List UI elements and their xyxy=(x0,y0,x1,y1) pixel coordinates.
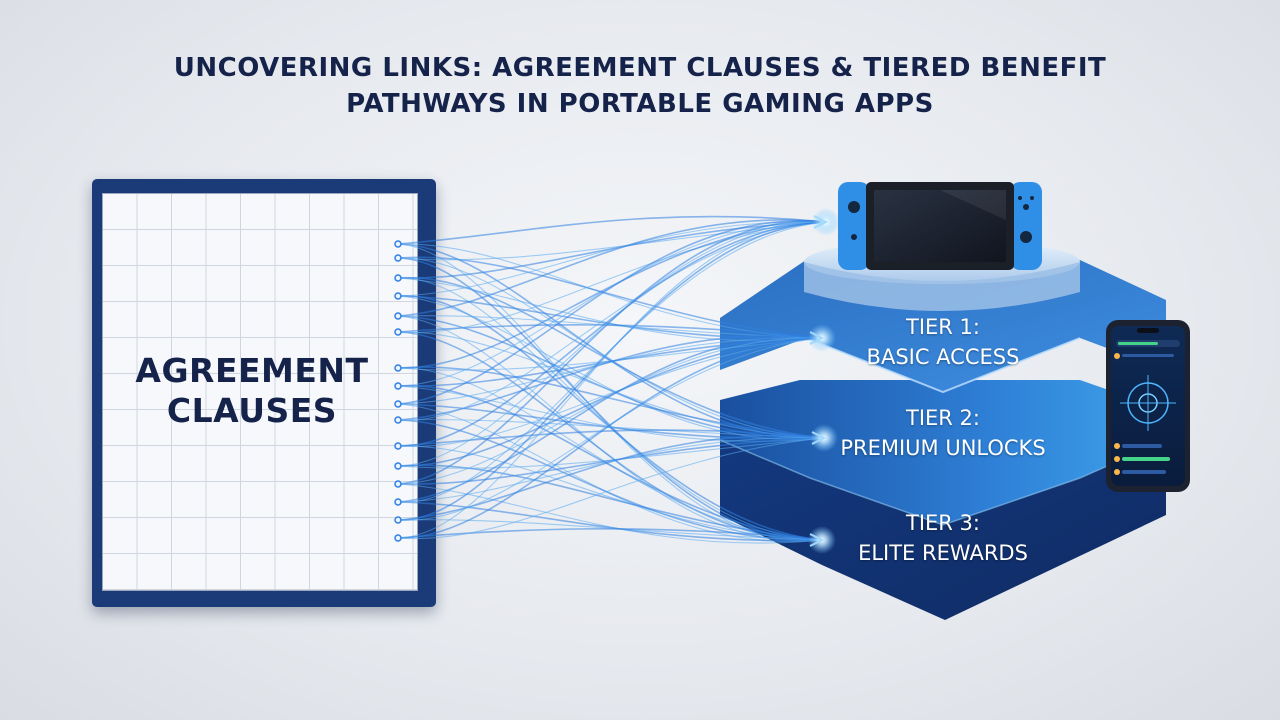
flow-line xyxy=(397,419,825,439)
flow-line xyxy=(397,429,825,447)
flow-line xyxy=(397,528,823,541)
flow-line xyxy=(397,295,823,340)
flow-lines xyxy=(394,208,840,554)
connector-dot xyxy=(394,240,402,248)
smartphone-icon xyxy=(1106,320,1190,492)
tier-1-label: TIER 1: BASIC ACCESS xyxy=(843,312,1043,372)
flow-line xyxy=(397,434,825,521)
diagram-title: UNCOVERING LINKS: AGREEMENT CLAUSES & TI… xyxy=(0,50,1280,122)
flow-line xyxy=(397,315,823,339)
flow-line xyxy=(397,337,823,371)
tier-3-label: TIER 3: ELITE REWARDS xyxy=(833,508,1053,568)
flow-line xyxy=(397,219,827,317)
flow-line xyxy=(397,257,825,439)
flow-line xyxy=(397,419,823,541)
flow-line xyxy=(397,221,827,539)
connector-dot xyxy=(394,498,402,506)
arrow-right-icon xyxy=(811,431,827,445)
flow-line xyxy=(397,276,825,439)
tier-2-layer xyxy=(720,380,1166,525)
agreement-document: AGREEMENT CLAUSES xyxy=(92,179,436,607)
flow-line xyxy=(397,337,823,387)
flow-line xyxy=(397,337,823,485)
flow-line xyxy=(397,220,827,405)
tier-2-title: TIER 2: xyxy=(906,406,980,430)
arrow-right-icon xyxy=(809,533,825,547)
connector-dot xyxy=(394,312,402,320)
flow-line xyxy=(397,334,823,421)
connector-dot xyxy=(394,516,402,524)
flow-line xyxy=(397,221,827,387)
flow-line xyxy=(397,215,827,245)
flow-line xyxy=(397,221,827,297)
flow-line xyxy=(397,335,823,503)
connector-dot xyxy=(394,534,402,542)
flow-line xyxy=(397,221,827,521)
arrow-right-icon xyxy=(813,215,829,229)
tier-3-title: TIER 3: xyxy=(906,511,980,535)
flow-line xyxy=(397,437,825,503)
connector-dot xyxy=(394,462,402,470)
connector-dot xyxy=(394,416,402,424)
connector-dot xyxy=(394,292,402,300)
flow-line xyxy=(397,221,827,447)
connector-dot xyxy=(394,274,402,282)
flow-line xyxy=(397,324,823,339)
connector-dot xyxy=(394,382,402,390)
document-label-line-1: AGREEMENT xyxy=(135,351,369,390)
flow-line xyxy=(397,519,823,541)
flow-line xyxy=(397,337,823,467)
tier-divider-1 xyxy=(805,337,1081,394)
connector-dot xyxy=(394,480,402,488)
flow-line xyxy=(397,221,827,503)
title-line-2: PATHWAYS IN PORTABLE GAMING APPS xyxy=(346,89,934,119)
arrow-right-icon xyxy=(809,331,825,345)
flow-line xyxy=(397,437,825,485)
flow-line xyxy=(397,221,827,334)
connector-dot xyxy=(394,400,402,408)
tier-3-name: ELITE REWARDS xyxy=(858,541,1028,565)
document-label-line-2: CLAUSES xyxy=(166,391,338,430)
flow-line xyxy=(397,221,827,421)
tier-2-name: PREMIUM UNLOCKS xyxy=(840,436,1046,460)
flow-line xyxy=(397,315,825,439)
connector-dot xyxy=(394,254,402,262)
flow-line xyxy=(397,337,823,521)
document-sheet xyxy=(102,193,418,591)
tier-1-title: TIER 1: xyxy=(906,315,980,339)
flow-line xyxy=(397,337,823,405)
flow-line xyxy=(397,221,827,369)
flow-line xyxy=(397,437,825,540)
title-line-1: UNCOVERING LINKS: AGREEMENT CLAUSES & TI… xyxy=(173,53,1107,83)
flow-line xyxy=(397,403,825,440)
crosshair-target-icon xyxy=(1120,375,1176,431)
tier-2-label: TIER 2: PREMIUM UNLOCKS xyxy=(823,403,1063,463)
flow-line xyxy=(397,366,825,439)
flow-line xyxy=(397,331,825,439)
flow-line xyxy=(397,337,823,539)
flow-line xyxy=(397,501,823,542)
flow-line xyxy=(397,221,827,467)
connector-dot xyxy=(394,442,402,450)
console-platform-side xyxy=(804,262,1080,311)
connector-dot xyxy=(394,328,402,336)
flow-line xyxy=(397,403,823,542)
flow-line xyxy=(397,221,827,279)
flow-line xyxy=(397,385,825,442)
handheld-console-icon xyxy=(838,182,1042,270)
connector-dot xyxy=(394,364,402,372)
document-label: AGREEMENT CLAUSES xyxy=(112,351,392,431)
flow-line xyxy=(397,220,827,485)
tier-1-name: BASIC ACCESS xyxy=(866,345,1020,369)
